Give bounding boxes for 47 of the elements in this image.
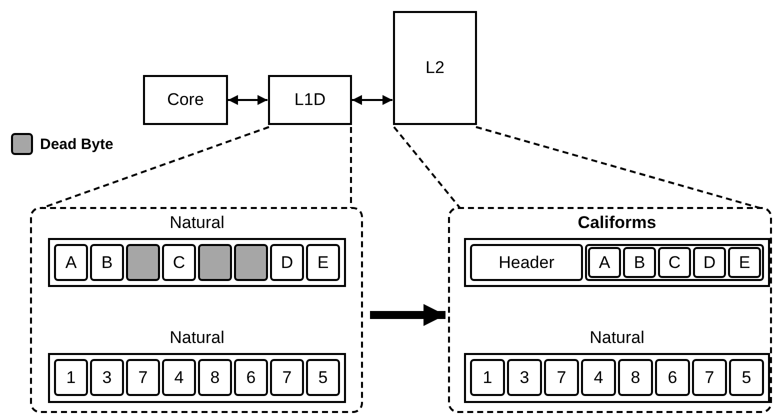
byte-cell: 8 [198,359,232,396]
byte-cell: A [588,247,621,278]
byte-cell: 1 [470,359,505,396]
byte-cell: D [693,247,726,278]
arrow [228,95,268,105]
byte-cell: B [90,244,124,281]
dead-byte-cell [234,244,268,281]
arrow [370,304,446,326]
byte-cell: B [623,247,656,278]
dead-byte-cell [126,244,160,281]
byte-cell: 6 [655,359,690,396]
byte-cell: 6 [234,359,268,396]
arrow [352,95,392,105]
byte-group [585,244,764,281]
byte-cell: 4 [581,359,616,396]
core-box: Core [143,75,228,125]
dashed-line [393,126,461,209]
legend-label: Dead Byte [40,136,114,152]
row-heading: Natural [168,328,226,348]
byte-cell: 7 [126,359,160,396]
byte-cell: D [270,244,304,281]
byte-cell: C [162,244,196,281]
dashed-panel [448,207,772,413]
byte-cell: 3 [90,359,124,396]
byte-cell: 7 [544,359,579,396]
byte-cell: 1 [54,359,88,396]
byte-cell: C [658,247,691,278]
byte-cell: 7 [692,359,727,396]
cache-box: L2 [393,11,477,125]
dead-byte-cell [198,244,232,281]
byte-cell: A [54,244,88,281]
byte-cell: 5 [729,359,764,396]
byte-cell: 4 [162,359,196,396]
byte-cell: E [728,247,761,278]
dashed-panel [30,207,363,413]
row-heading: Natural [168,213,226,233]
row-heading: Natural [588,328,646,348]
dashed-line [350,127,352,208]
byte-cell: 8 [618,359,653,396]
byte-cell: E [306,244,340,281]
byte-cell: 3 [507,359,542,396]
byte-cell: Header [470,244,583,281]
row-heading: Califorms [576,213,658,233]
dashed-line [476,126,760,209]
cache-box: L1D [268,75,352,125]
byte-cell: 7 [270,359,304,396]
byte-cell: 5 [306,359,340,396]
